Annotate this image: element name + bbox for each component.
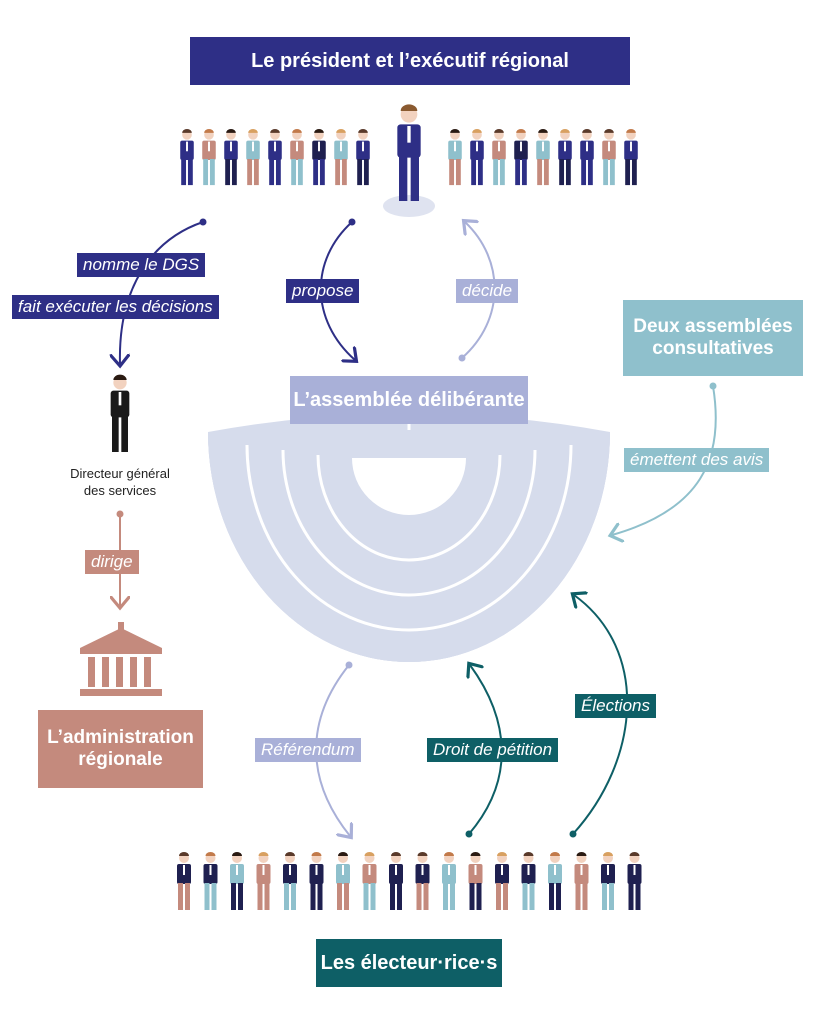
voter-person-icon	[415, 852, 430, 910]
dgs-caption: Directeur général des services	[55, 466, 185, 500]
tag-propose: propose	[286, 279, 360, 303]
elected-person-icon	[624, 129, 638, 186]
elected-person-icon	[558, 129, 572, 186]
voter-person-icon	[548, 852, 562, 910]
elected-person-icon	[290, 129, 304, 186]
consultative-label-2: consultatives	[652, 338, 774, 359]
administration-label-1: L’administration	[47, 727, 194, 749]
elected-person-icon	[334, 129, 348, 186]
voter-person-icon	[495, 852, 509, 910]
elected-person-icon	[246, 129, 260, 186]
elected-person-icon	[268, 129, 282, 186]
building-icon	[80, 622, 162, 696]
tag-petition: Droit de pétition	[427, 738, 559, 762]
voter-person-icon	[521, 852, 536, 910]
elected-person-icon	[514, 129, 528, 186]
elected-person-icon	[492, 129, 506, 186]
assembly-box: L’assemblée délibérante	[290, 376, 528, 424]
tag-fait-executer: fait exécuter les décisions	[12, 295, 219, 319]
president-title-label: Le président et l’exécutif régional	[251, 49, 569, 72]
elected-person-icon	[536, 129, 550, 186]
voter-person-icon	[574, 852, 589, 910]
voter-person-icon	[601, 852, 615, 910]
administration-box: L’administration régionale	[38, 710, 203, 788]
elected-person-icon	[180, 129, 194, 186]
dgs-caption-line2: des services	[83, 482, 157, 498]
consultative-box: Deux assemblées consultatives	[623, 300, 803, 376]
dgs-caption-line1: Directeur général	[70, 466, 170, 481]
elected-person-icon	[224, 129, 238, 186]
tag-referendum: Référendum	[255, 738, 361, 762]
tag-dirige: dirige	[85, 550, 139, 574]
voter-person-icon	[309, 852, 324, 910]
elected-person-icon	[448, 129, 462, 186]
dgs-person-icon	[110, 374, 130, 452]
voters-box: Les électeur·rice·s	[316, 939, 502, 987]
voter-person-icon	[283, 852, 297, 910]
tag-elections: Élections	[575, 694, 656, 718]
voter-person-icon	[230, 852, 244, 910]
elected-person-icon	[580, 129, 594, 186]
tag-emettent-avis: émettent des avis	[624, 448, 770, 472]
tag-decide: décide	[456, 279, 519, 303]
tag-nomme-dgs: nomme le DGS	[77, 253, 206, 277]
voter-person-icon	[389, 852, 403, 910]
hemicycle-icon	[208, 405, 610, 662]
elected-person-icon	[602, 129, 616, 186]
voter-person-icon	[203, 852, 218, 910]
voter-person-icon	[256, 852, 271, 910]
voter-person-icon	[442, 852, 456, 910]
consultative-label-1: Deux assemblées	[633, 316, 793, 338]
administration-label-2: régionale	[78, 749, 163, 770]
elected-person-icon	[356, 129, 370, 186]
voter-person-icon	[468, 852, 483, 910]
president-title-box: Le président et l’exécutif régional	[190, 37, 630, 85]
voter-person-icon	[362, 852, 377, 910]
assembly-label: L’assemblée délibérante	[293, 388, 525, 411]
voter-person-icon	[177, 852, 191, 910]
president-icon	[397, 104, 421, 201]
elected-person-icon	[470, 129, 484, 186]
elected-person-icon	[202, 129, 216, 186]
voters-label: Les électeur·rice·s	[320, 951, 498, 974]
elected-person-icon	[312, 129, 326, 186]
voter-person-icon	[336, 852, 350, 910]
voter-person-icon	[627, 852, 642, 910]
